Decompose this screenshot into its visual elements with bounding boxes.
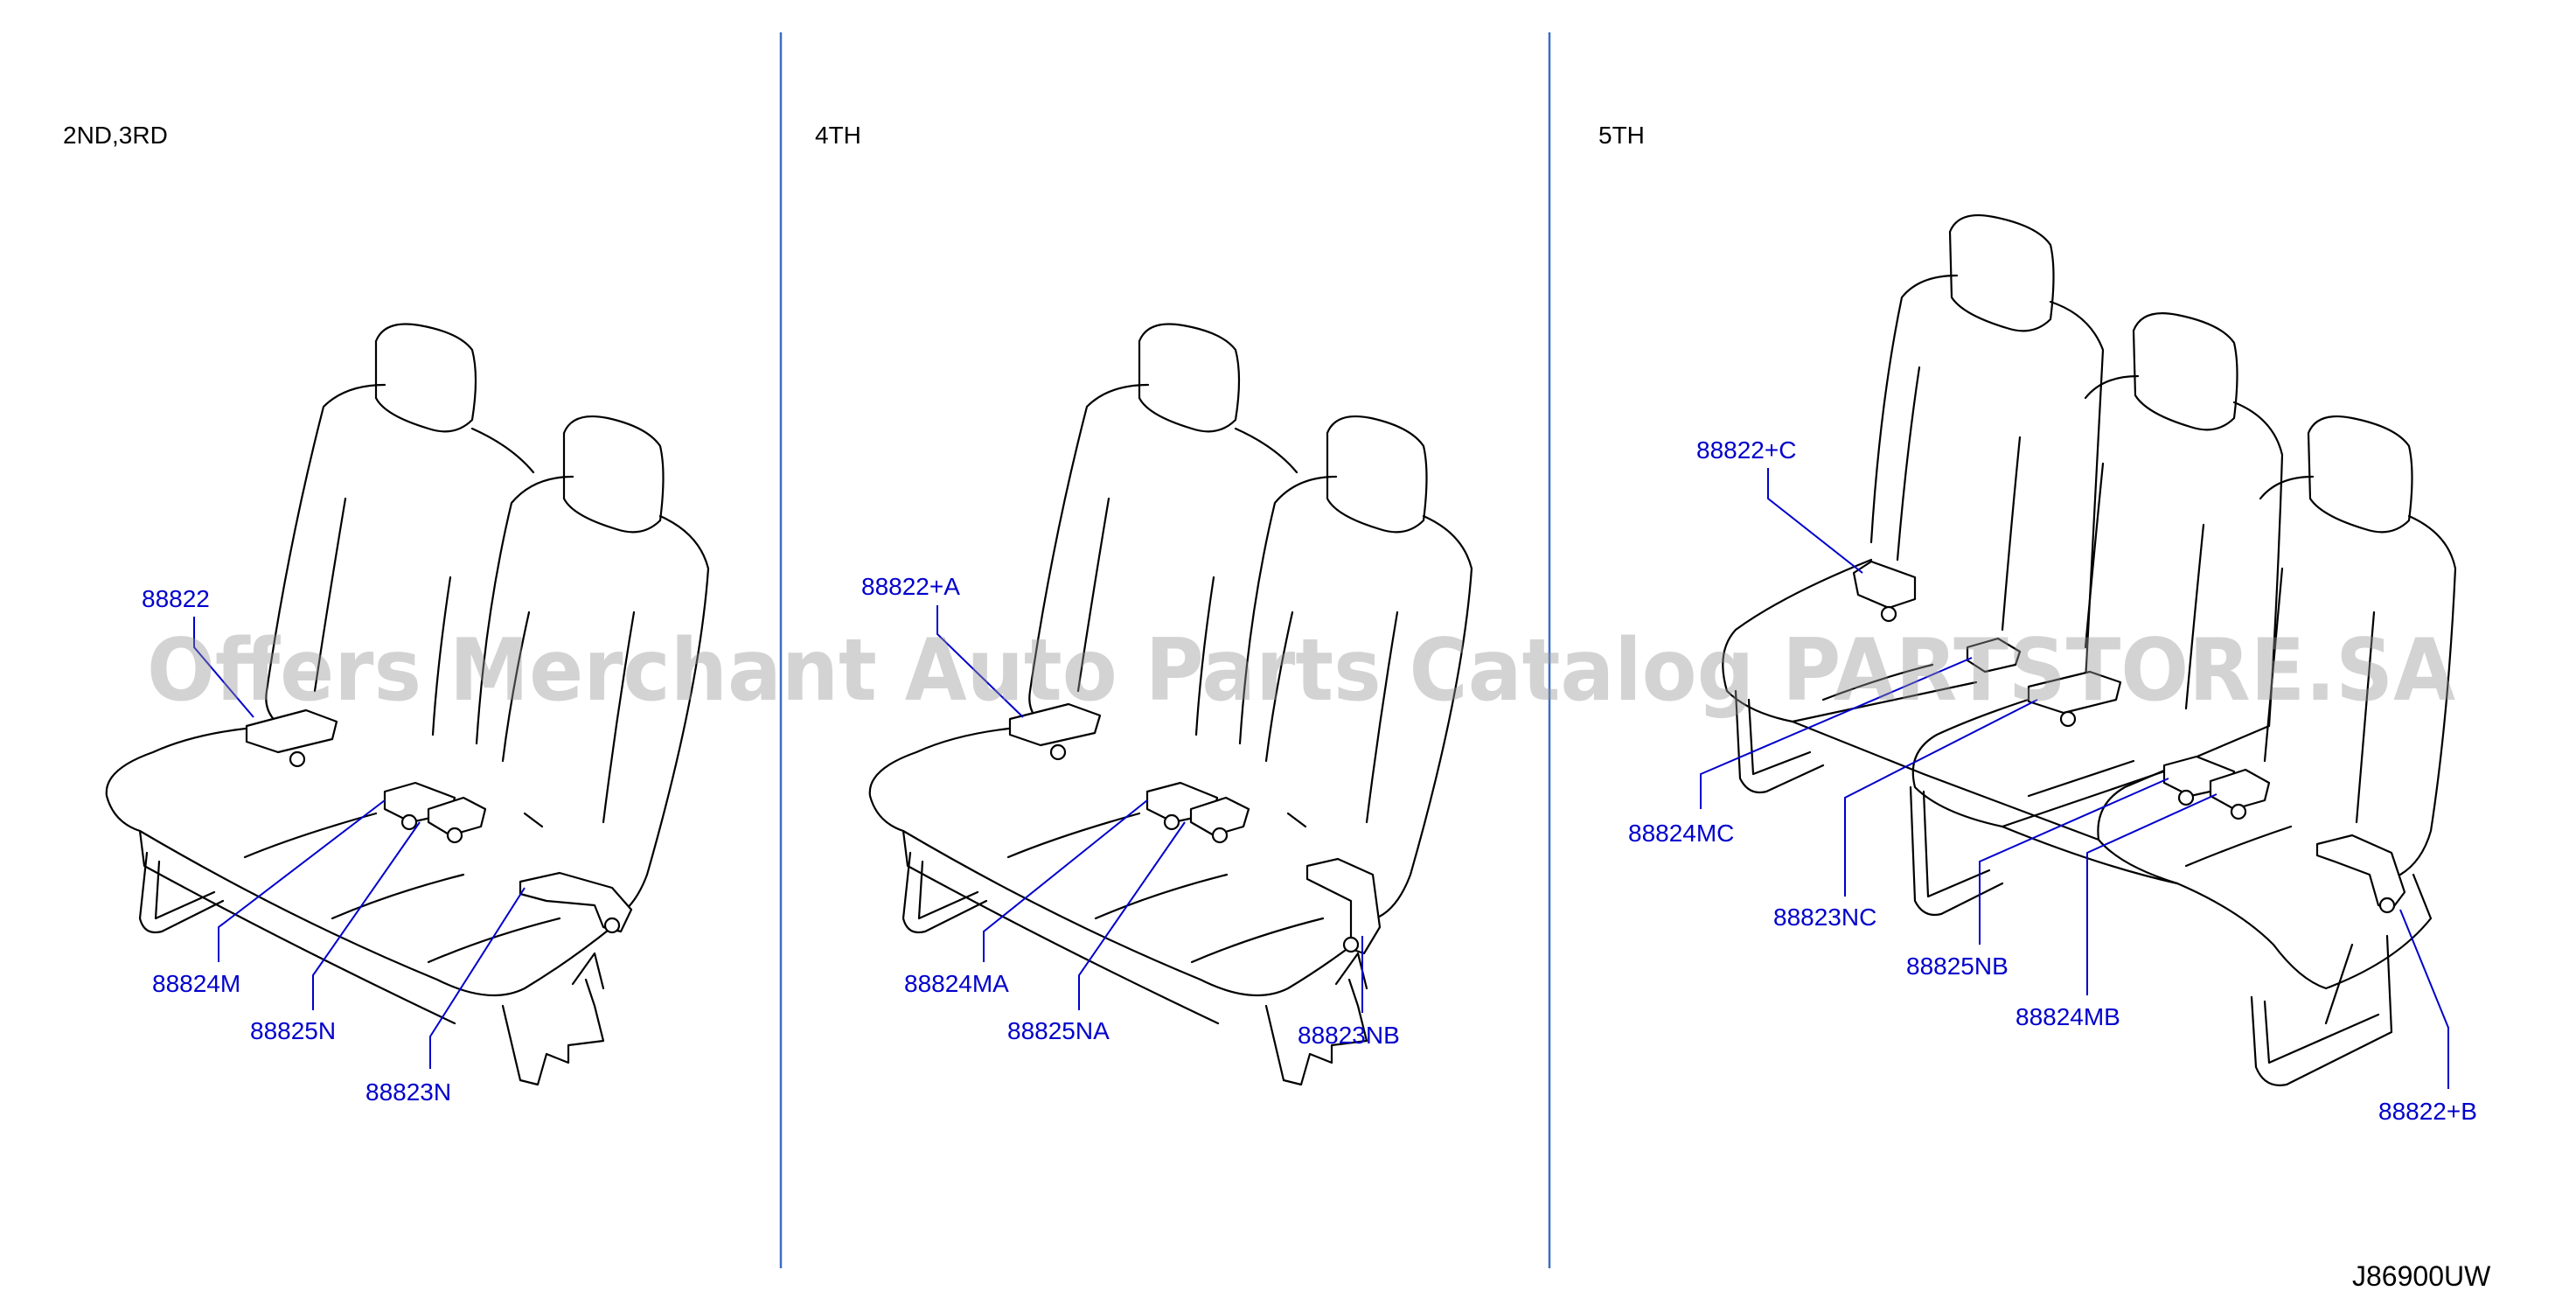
buckle-anchor [1880, 605, 1897, 623]
callout-88822-c: 88822+C [1696, 436, 1796, 464]
callout-88824MB: 88824MB [2016, 1003, 2120, 1030]
leader-88824MA [983, 799, 1148, 962]
buckle-anchor [1163, 813, 1180, 831]
buckle-88822-a [1008, 702, 1102, 747]
callout-88823NC: 88823NC [1773, 904, 1876, 931]
seat-4th [868, 323, 1473, 1086]
buckle-anchor [1342, 936, 1360, 953]
callout-88824MC: 88824MC [1628, 820, 1734, 847]
buckle-anchor [2230, 803, 2247, 820]
seat-2nd-3rd [105, 323, 710, 1086]
leader-88822-b [2399, 909, 2449, 1089]
leader-88824MC [1700, 657, 1973, 809]
leader-88825NB [1979, 778, 2169, 945]
buckle-anchor [446, 827, 463, 844]
buckle-anchor [1049, 743, 1067, 761]
callout-88825N: 88825N [250, 1017, 336, 1044]
leader-88822-a [936, 605, 1024, 718]
leader-88825N [312, 821, 421, 1010]
section-title-4th: 4TH [815, 122, 861, 149]
callout-88823N: 88823N [366, 1078, 451, 1106]
buckle-anchor [400, 813, 418, 831]
buckle-anchor [2059, 710, 2077, 728]
buckle-88825NA [1189, 796, 1250, 837]
leader-88823N [429, 887, 526, 1069]
buckle-88822-c [1852, 560, 1917, 610]
section-title-2nd-3rd: 2ND,3RD [63, 122, 168, 149]
section-title-5th: 5TH [1598, 122, 1645, 149]
leader-88824M [218, 799, 386, 962]
buckle-anchor [1211, 827, 1229, 844]
leader-88824MB [2086, 793, 2217, 995]
buckle-88822-b [2315, 834, 2406, 911]
diagram-id: J86900UW [2352, 1260, 2491, 1292]
leader-88822-c [1767, 468, 1863, 574]
callout-88824MA: 88824MA [904, 970, 1009, 997]
buckle-anchor [289, 750, 306, 768]
watermark: Offers Merchant Auto Parts Catalog PARTS… [147, 621, 2455, 721]
callout-88823NB: 88823NB [1298, 1022, 1400, 1049]
buckle-anchor [603, 917, 621, 934]
buckle-88824MB [2209, 768, 2271, 811]
buckle-88823NB [1305, 857, 1382, 955]
seat-5th [1722, 213, 2457, 1086]
buckle-88825N [427, 796, 487, 837]
buckle-anchor [2378, 897, 2396, 914]
leader-88823NC [1844, 699, 2038, 897]
callout-88822-a: 88822+A [861, 573, 960, 600]
buckle-88822 [245, 708, 338, 754]
callout-88822: 88822 [142, 585, 210, 612]
callout-88822-b: 88822+B [2378, 1098, 2477, 1125]
buckle-anchor [2177, 789, 2195, 806]
leader-88822 [193, 617, 254, 718]
buckle-88823NC [2027, 670, 2122, 715]
callout-88824M: 88824M [152, 970, 240, 997]
callout-88825NB: 88825NB [1906, 953, 2009, 980]
leader-88825NA [1078, 821, 1186, 1010]
callout-88825NA: 88825NA [1007, 1017, 1110, 1044]
